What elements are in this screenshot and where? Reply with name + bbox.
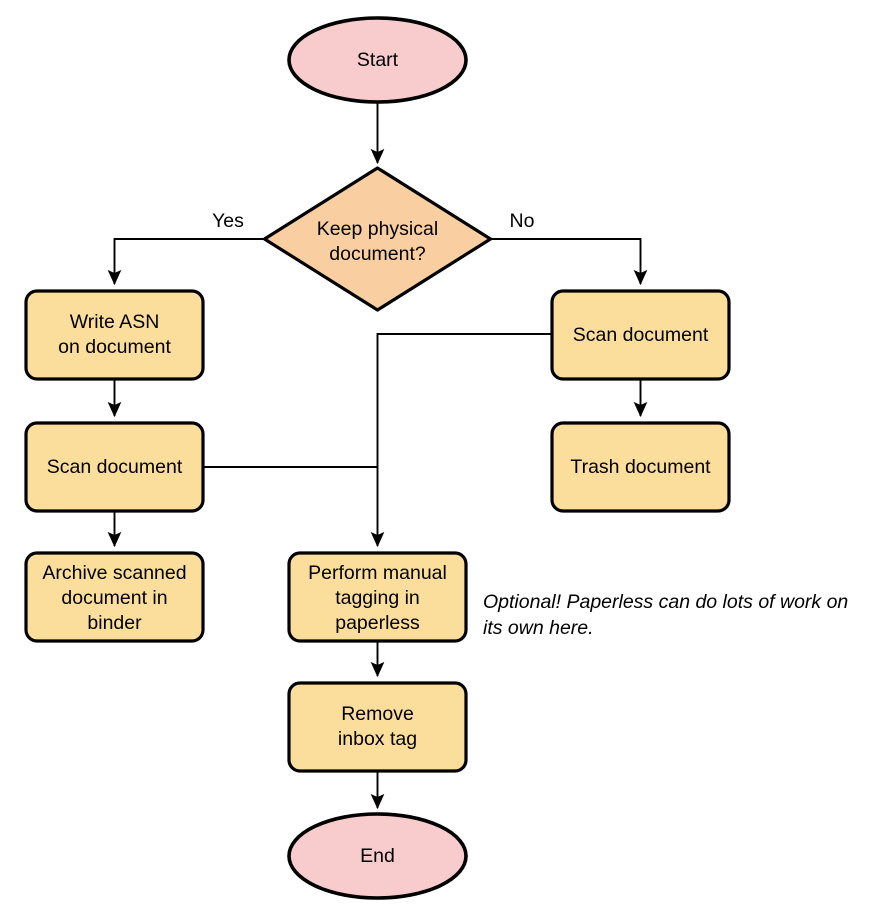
node-start[interactable]: Start [287,16,468,104]
write-asn-box[interactable] [24,289,205,381]
node-write-asn-on-document[interactable]: Write ASN on document [24,289,205,381]
remove-inbox-label-line1: Remove [341,703,414,725]
start-label: Start [357,49,399,71]
trash-document-box[interactable] [550,421,731,513]
end-label: End [360,845,395,867]
edge-label-yes: Yes [212,210,244,232]
node-remove-inbox-tag[interactable]: Remove inbox tag [287,681,468,773]
trash-document-label: Trash document [570,456,711,478]
edge-label-no: No [510,210,535,232]
node-archive-scanned-document-in-binder[interactable]: Archive scanned document in binder [24,551,205,643]
scan-document-left-label: Scan document [47,456,183,478]
node-perform-manual-tagging-in-paperless[interactable]: Perform manual tagging in paperless [287,551,468,643]
archive-label-line3: binder [87,612,142,634]
remove-inbox-tag-box[interactable] [287,681,468,773]
decision-diamond[interactable] [262,166,493,312]
node-scan-document-right[interactable]: Scan document [550,289,731,381]
node-trash-document[interactable]: Trash document [550,421,731,513]
decision-label-line1: Keep physical [317,218,438,240]
annotation-line1: Optional! Paperless can do lots of work … [483,591,848,613]
node-keep-physical-document-decision[interactable]: Keep physical document? [262,166,493,312]
manual-tagging-label-line1: Perform manual [308,562,447,584]
start-ellipse[interactable] [287,16,468,104]
node-scan-document-left[interactable]: Scan document [24,421,205,513]
write-asn-label-line1: Write ASN [70,311,160,333]
connector-decision-no [490,238,648,286]
end-ellipse[interactable] [287,812,468,900]
archive-document-box[interactable] [24,551,205,643]
connector-layer [107,102,648,810]
scan-document-right-box[interactable] [550,289,731,381]
write-asn-label-line2: on document [58,336,171,358]
annotation-optional-paperless-note: Optional! Paperless can do lots of work … [483,591,848,639]
archive-label-line1: Archive scanned [42,562,186,584]
manual-tagging-label-line2: tagging in [335,587,420,609]
annotation-line2: its own here. [483,617,594,639]
remove-inbox-label-line2: inbox tag [338,728,417,750]
manual-tagging-label-line3: paperless [335,612,420,634]
scan-document-left-box[interactable] [24,421,205,513]
node-end[interactable]: End [287,812,468,900]
connector-scan-right-to-tagging [370,333,552,548]
connector-decision-yes [107,238,265,286]
manual-tagging-box[interactable] [287,551,468,643]
archive-label-line2: document in [61,587,167,609]
decision-label-line2: document? [329,243,426,265]
scan-document-right-label: Scan document [573,324,709,346]
